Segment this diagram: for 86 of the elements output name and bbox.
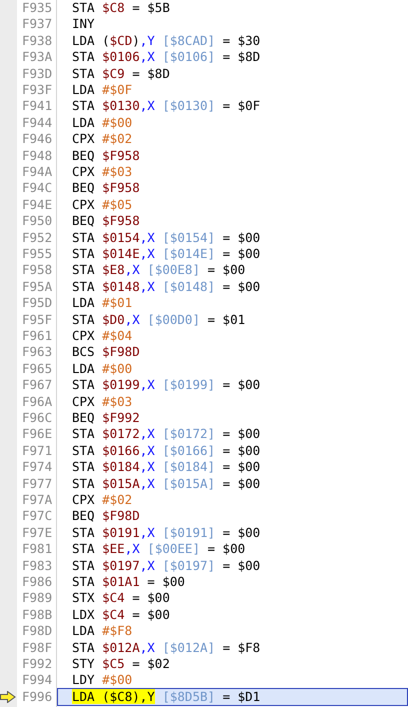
instruction-text: STA $0199,X [$0199] = $00 [72, 377, 260, 394]
instruction-text: LDA ($CD),Y [$8CAD] = $30 [72, 32, 260, 49]
address-text: F93F [22, 82, 52, 98]
address-text: F950 [22, 213, 52, 230]
instruction-text: LDA ($C8),Y [$8D5B] = $D1 [72, 688, 260, 705]
instruction-text: BEQ $F958 [72, 148, 140, 164]
instruction-text: INY [72, 16, 95, 32]
address-text: F98B [22, 606, 52, 623]
instruction-text: STA $0154,X [$0154] = $00 [72, 230, 260, 246]
instruction-text: STA $01A1 = $00 [72, 574, 185, 590]
instruction-text: STA $0106,X [$0106] = $8D [72, 49, 260, 66]
instruction-text: STA $C8 = $5B [72, 0, 170, 16]
instruction-text: CPX #$05 [72, 196, 132, 213]
instruction-text: LDA #$01 [72, 295, 132, 312]
address-text: F965 [22, 360, 52, 377]
address-text: F96E [22, 426, 52, 442]
instruction-text: STA $0148,X [$0148] = $00 [72, 278, 260, 295]
instruction-text: STA $C9 = $8D [72, 66, 170, 82]
address-text: F941 [22, 98, 52, 114]
instruction-text: LDA #$00 [72, 360, 132, 377]
instruction-text: STA $015A,X [$015A] = $00 [72, 476, 260, 492]
instruction-text: STA $EE,X [$00EE] = $00 [72, 541, 246, 558]
address-text: F97E [22, 524, 52, 541]
instruction-text: LDY #$00 [72, 672, 132, 688]
address-text: F971 [22, 442, 52, 459]
address-text: F95A [22, 278, 52, 295]
address-text: F95D [22, 295, 52, 312]
address-text: F946 [22, 131, 52, 148]
instruction-text: BEQ $F992 [72, 410, 140, 426]
address-text: F93A [22, 49, 52, 66]
address-text: F994 [22, 672, 52, 688]
address-text: F983 [22, 558, 52, 574]
instruction-text: BEQ $F958 [72, 180, 140, 196]
instruction-text: STA $0184,X [$0184] = $00 [72, 459, 260, 476]
instruction-text: CPX #$04 [72, 328, 132, 344]
address-text: F974 [22, 459, 52, 476]
address-text: F96A [22, 394, 52, 410]
instruction-text: STA $E8,X [$00E8] = $00 [72, 262, 246, 278]
address-text: F992 [22, 656, 52, 672]
address-text: F986 [22, 574, 52, 590]
address-text: F937 [22, 16, 52, 32]
instruction-text: LDA #$F8 [72, 623, 132, 640]
instruction-text: BEQ $F98D [72, 508, 140, 524]
address-text: F948 [22, 148, 52, 164]
address-text: F958 [22, 262, 52, 278]
instruction-text: STA $0191,X [$0191] = $00 [72, 524, 260, 541]
address-text: F93D [22, 66, 52, 82]
instruction-text: CPX #$02 [72, 492, 132, 508]
address-text: F935 [22, 0, 52, 16]
instruction-text: STA $D0,X [$00D0] = $01 [72, 312, 246, 328]
instruction-text: STA $0166,X [$0166] = $00 [72, 442, 260, 459]
instruction-text: STX $C4 = $00 [72, 590, 170, 606]
instruction-text: CPX #$03 [72, 394, 132, 410]
instruction-text: CPX #$02 [72, 131, 132, 148]
address-text: F955 [22, 246, 52, 262]
instruction-text: LDX $C4 = $00 [72, 606, 170, 623]
address-text: F977 [22, 476, 52, 492]
address-text: F967 [22, 377, 52, 394]
address-text: F96C [22, 410, 52, 426]
address-text: F989 [22, 590, 52, 606]
instruction-text: STA $0172,X [$0172] = $00 [72, 426, 260, 442]
address-text: F97C [22, 508, 52, 524]
address-text: F944 [22, 114, 52, 131]
address-text: F95F [22, 312, 52, 328]
instruction-text: STA $0197,X [$0197] = $00 [72, 558, 260, 574]
instruction-text: STA $0130,X [$0130] = $0F [72, 98, 260, 114]
address-text: F98D [22, 623, 52, 640]
instruction-text: BEQ $F958 [72, 213, 140, 230]
instruction-text: CPX #$03 [72, 164, 132, 180]
address-text: F996 [22, 688, 52, 705]
address-text: F97A [22, 492, 52, 508]
address-text: F963 [22, 344, 52, 360]
address-text: F981 [22, 541, 52, 558]
instruction-text: STY $C5 = $02 [72, 656, 170, 672]
address-text: F94E [22, 196, 52, 213]
address-text: F98F [22, 640, 52, 656]
instruction-text: LDA #$00 [72, 114, 132, 131]
address-text: F94C [22, 180, 52, 196]
instruction-text: LDA #$0F [72, 82, 132, 98]
address-text: F961 [22, 328, 52, 344]
address-text: F938 [22, 32, 52, 49]
instruction-text: STA $014E,X [$014E] = $00 [72, 246, 260, 262]
address-text: F94A [22, 164, 52, 180]
instruction-text: BCS $F98D [72, 344, 140, 360]
address-text: F952 [22, 230, 52, 246]
instruction-text: STA $012A,X [$012A] = $F8 [72, 640, 260, 656]
